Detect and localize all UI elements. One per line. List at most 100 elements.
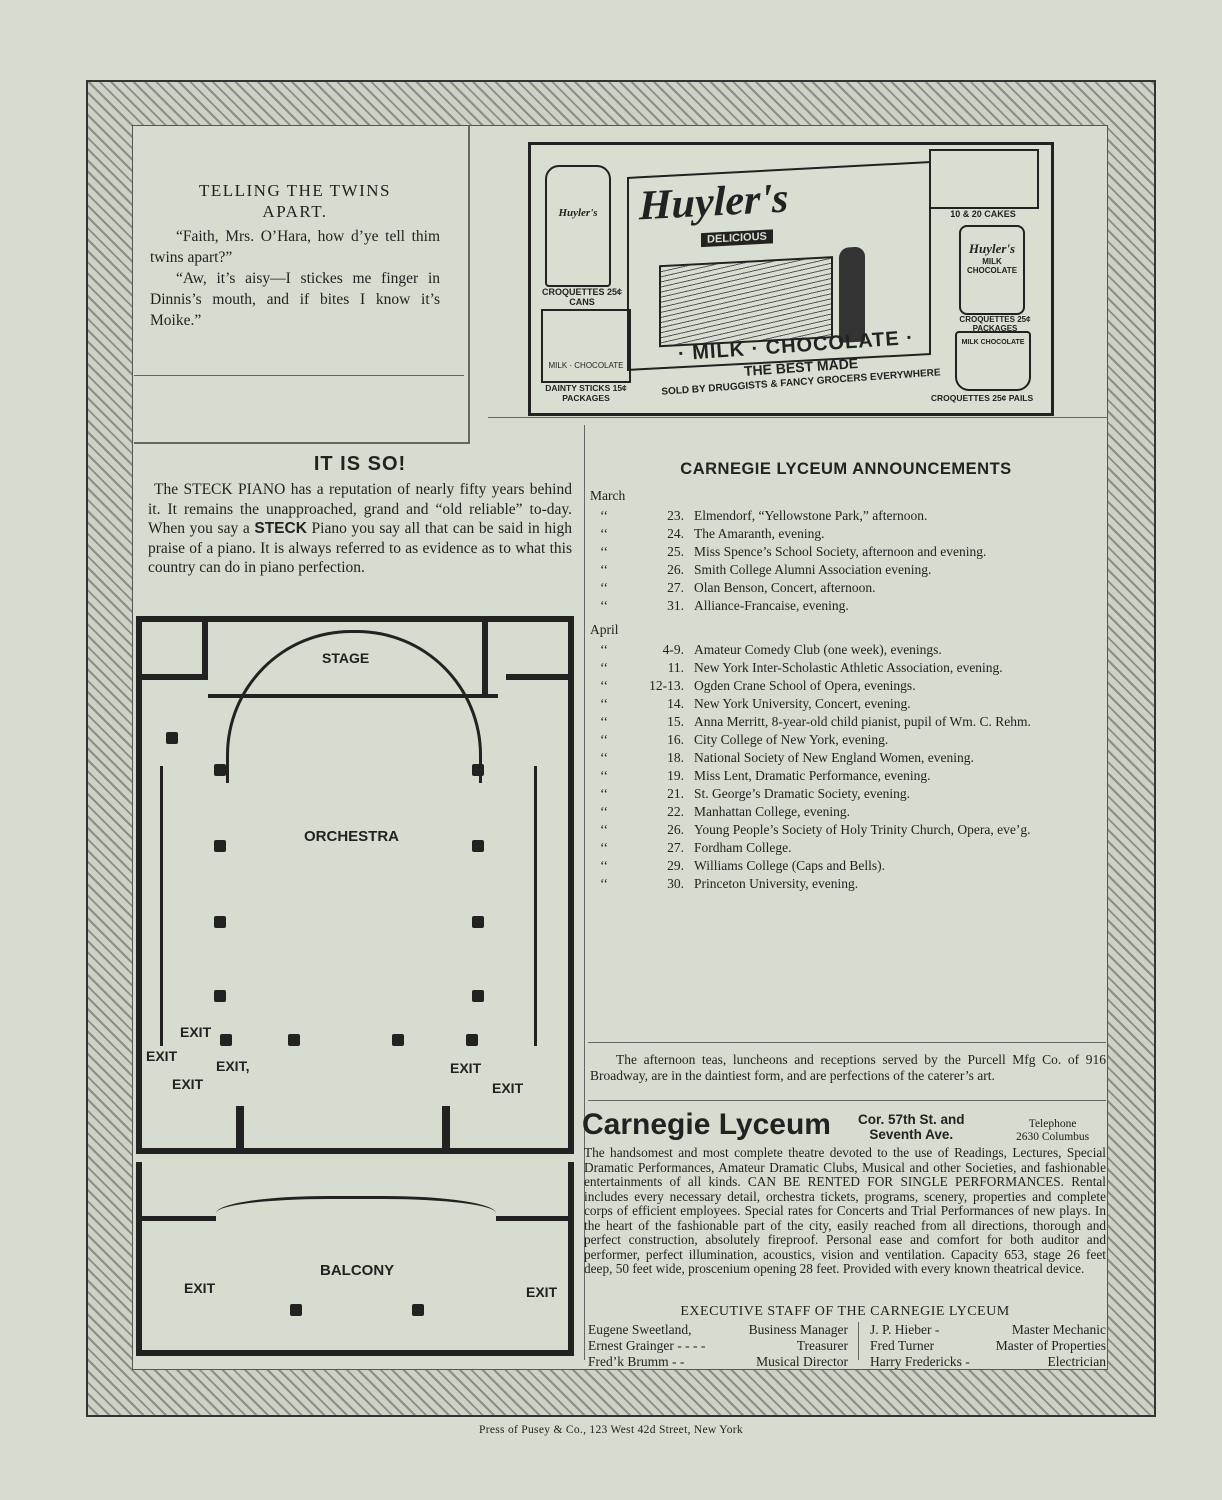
event-date: 11.: [667, 660, 684, 675]
april-events: ‘‘4-9.Amateur Comedy Club (one week), ev…: [590, 642, 1031, 894]
event-date: 26.: [667, 822, 684, 837]
event-row: ‘‘14.New York University, Concert, eveni…: [590, 696, 1031, 714]
staff-heading: EXECUTIVE STAFF OF THE CARNEGIE LYCEUM: [680, 1304, 1010, 1319]
event-description: Fordham College.: [694, 840, 792, 855]
event-row: ‘‘30.Princeton University, evening.: [590, 876, 1031, 894]
divider: [134, 375, 464, 376]
event-description: Elmendorf, “Yellowstone Park,” afternoon…: [694, 508, 928, 523]
event-description: New York University, Concert, evening.: [694, 696, 911, 711]
ditto-mark: ‘‘: [600, 822, 608, 837]
balcony-label: BALCONY: [320, 1262, 395, 1279]
event-row: ‘‘15.Anna Merritt, 8-year-old child pian…: [590, 714, 1031, 732]
exit-label: EXIT: [492, 1080, 524, 1096]
event-description: Anna Merritt, 8-year-old child pianist, …: [694, 714, 1031, 729]
staff-row: Harry Fredericks - Electrician: [866, 1354, 1110, 1370]
ditto-mark: ‘‘: [600, 562, 608, 577]
divider: [858, 1322, 859, 1360]
steck-body: The STECK PIANO has a reputation of near…: [148, 481, 572, 576]
exit-label: EXIT,: [216, 1058, 250, 1074]
exit-label: EXIT: [526, 1284, 558, 1300]
event-date: 16.: [667, 732, 684, 747]
ditto-mark: ‘‘: [600, 580, 608, 595]
event-row: ‘‘ 11. New York Inter-Scholastic Athletic …: [590, 660, 1031, 678]
event-date: 27.: [667, 580, 684, 595]
ditto-mark: ‘‘: [600, 876, 608, 891]
staff-role: Electrician: [1047, 1354, 1106, 1369]
staff-name: Harry Fredericks -: [870, 1354, 970, 1369]
milkmaid-figure: [839, 246, 865, 343]
brand-script: Huyler's: [639, 175, 789, 230]
chocolate-box-image: MILK · CHOCOLATE: [541, 309, 631, 383]
chocolate-package-image: Huyler's MILK CHOCOLATE: [959, 225, 1025, 315]
event-date: 27.: [667, 840, 684, 855]
divider: [468, 125, 470, 443]
event-description: Young People’s Society of Holy Trinity C…: [694, 822, 1031, 837]
divider: [488, 417, 1108, 418]
staff-row: Fred’k Brumm - -Musical Director: [584, 1354, 852, 1370]
lyceum-telephone: Telephone 2630 Columbus: [1016, 1118, 1090, 1143]
staff-role: Treasurer: [796, 1338, 848, 1353]
cakes-box-image: [929, 149, 1039, 209]
event-date: 24.: [667, 526, 684, 541]
ditto-mark: ‘‘: [600, 732, 608, 747]
divider: [584, 425, 586, 1360]
event-description: New York Inter-Scholastic Athletic Assoc…: [694, 660, 1003, 675]
divider: [588, 1042, 1106, 1043]
event-date: 25.: [667, 544, 684, 559]
chocolate-pail-image: MILK CHOCOLATE: [955, 331, 1031, 391]
event-description: St. George’s Dramatic Society, evening.: [694, 786, 910, 801]
announcements-list: March ‘‘23.Elmendorf, “Yellowstone Park,…: [590, 488, 1110, 894]
event-row: ‘‘31.Alliance-Francaise, evening.: [590, 598, 986, 616]
event-row: ‘‘ 26. Smith College Alumni Association ev…: [590, 562, 986, 580]
event-description: Miss Spence’s School Society, afternoon …: [694, 544, 987, 559]
event-date: 12-13.: [649, 678, 684, 693]
month-label-april: April: [590, 622, 619, 637]
event-description: National Society of New England Women, e…: [694, 750, 974, 765]
ditto-mark: ‘‘: [600, 678, 608, 693]
event-description: Amateur Comedy Club (one week), evenings…: [694, 642, 942, 657]
staff-row: Ernest Grainger - - - - Treasurer: [584, 1338, 852, 1354]
event-row: ‘‘23.Elmendorf, “Yellowstone Park,” afte…: [590, 508, 986, 526]
steck-brand: STECK: [254, 520, 307, 537]
event-row: ‘‘22.Manhattan College, evening.: [590, 804, 1031, 822]
event-description: Smith College Alumni Association evening…: [694, 562, 932, 577]
ditto-mark: ‘‘: [600, 714, 608, 729]
can-caption: CROQUETTES 25¢ CANS: [541, 287, 623, 307]
event-date: 18.: [667, 750, 684, 765]
event-description: Olan Benson, Concert, afternoon.: [694, 580, 876, 595]
event-row: ‘‘ 26. Young People’s Society of Holy Trin…: [590, 822, 1031, 840]
ditto-mark: ‘‘: [600, 660, 608, 675]
event-date: 31.: [667, 598, 684, 613]
steck-ad: IT IS SO! The STECK PIANO has a reputati…: [148, 453, 572, 578]
event-row: ‘‘24.The Amaranth, evening.: [590, 526, 986, 544]
event-row: ‘‘ 27. Olan Benson, Concert, afternoon.: [590, 580, 986, 598]
ditto-mark: ‘‘: [600, 544, 608, 559]
exit-label: EXIT: [180, 1024, 212, 1040]
ditto-mark: ‘‘: [600, 508, 608, 523]
event-description: Williams College (Caps and Bells).: [694, 858, 886, 873]
delicious-label: DELICIOUS: [701, 229, 773, 248]
event-description: The Amaranth, evening.: [694, 526, 825, 541]
joke-paragraph: “Faith, Mrs. O’Hara, how d’ye tell thim …: [150, 228, 440, 266]
staff-row: Eugene Sweetland,Business Manager: [584, 1322, 852, 1338]
event-date: 19.: [667, 768, 684, 783]
month-label-march: March: [590, 488, 626, 503]
ditto-mark: ‘‘: [600, 840, 608, 855]
event-row: ‘‘ 27. Fordham College.: [590, 840, 1031, 858]
event-description: Ogden Crane School of Opera, evenings.: [694, 678, 916, 693]
huylers-ad: Huyler's CROQUETTES 25¢ CANS MILK · CHOC…: [528, 142, 1054, 416]
event-description: Miss Lent, Dramatic Performance, evening…: [694, 768, 931, 783]
event-date: 26.: [667, 562, 684, 577]
ditto-mark: ‘‘: [600, 804, 608, 819]
orchestra-label: ORCHESTRA: [304, 828, 400, 845]
ditto-mark: ‘‘: [600, 786, 608, 801]
event-row: ‘‘21.St. George’s Dramatic Society, even…: [590, 786, 1031, 804]
lyceum-address: Cor. 57th St. and Seventh Ave.: [858, 1112, 965, 1142]
event-description: Manhattan College, evening.: [694, 804, 850, 819]
staff-name: Ernest Grainger - - - -: [588, 1338, 706, 1353]
lyceum-description: The handsomest and most complete theatre…: [584, 1145, 1106, 1276]
divider: [134, 442, 470, 444]
exit-label: EXIT: [450, 1060, 482, 1076]
